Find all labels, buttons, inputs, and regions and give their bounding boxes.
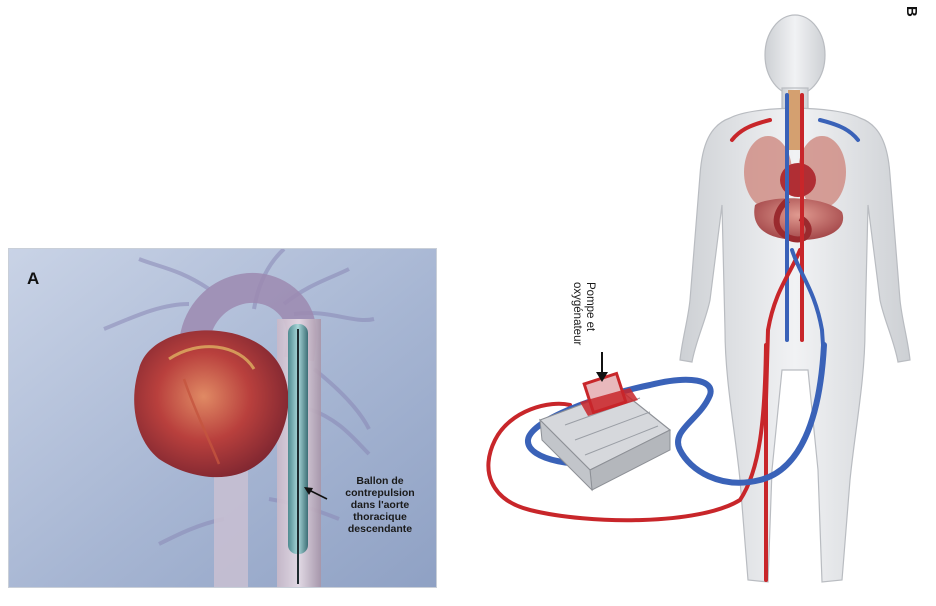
balloon-caption-line: descendante xyxy=(334,523,426,535)
panel-letter-a: A xyxy=(27,269,39,289)
balloon-caption-line: dans l'aorte xyxy=(334,499,426,511)
balloon-caption: Ballon de contrepulsion dans l'aorte tho… xyxy=(334,475,426,535)
ecmo-illustration xyxy=(470,0,936,606)
pump-oxygenator-device xyxy=(540,373,670,490)
balloon-caption-line: Ballon de xyxy=(334,475,426,487)
panel-letter-b: B xyxy=(903,6,920,17)
balloon-caption-line: thoracique xyxy=(334,511,426,523)
pump-caption-line: oxygénateur xyxy=(570,282,583,345)
trachea xyxy=(788,90,800,150)
balloon-caption-line: contrepulsion xyxy=(334,487,426,499)
pump-caption-line: Pompe et xyxy=(583,282,596,345)
heart-shape xyxy=(134,330,288,477)
heart-illustration xyxy=(9,249,436,587)
panel-a-illustration: A Ballon de contrepulsion dans l'aorte t… xyxy=(8,248,437,588)
panel-b-illustration: B Pompe et oxygénateur xyxy=(470,0,936,606)
pump-caption: Pompe et oxygénateur xyxy=(570,282,596,345)
